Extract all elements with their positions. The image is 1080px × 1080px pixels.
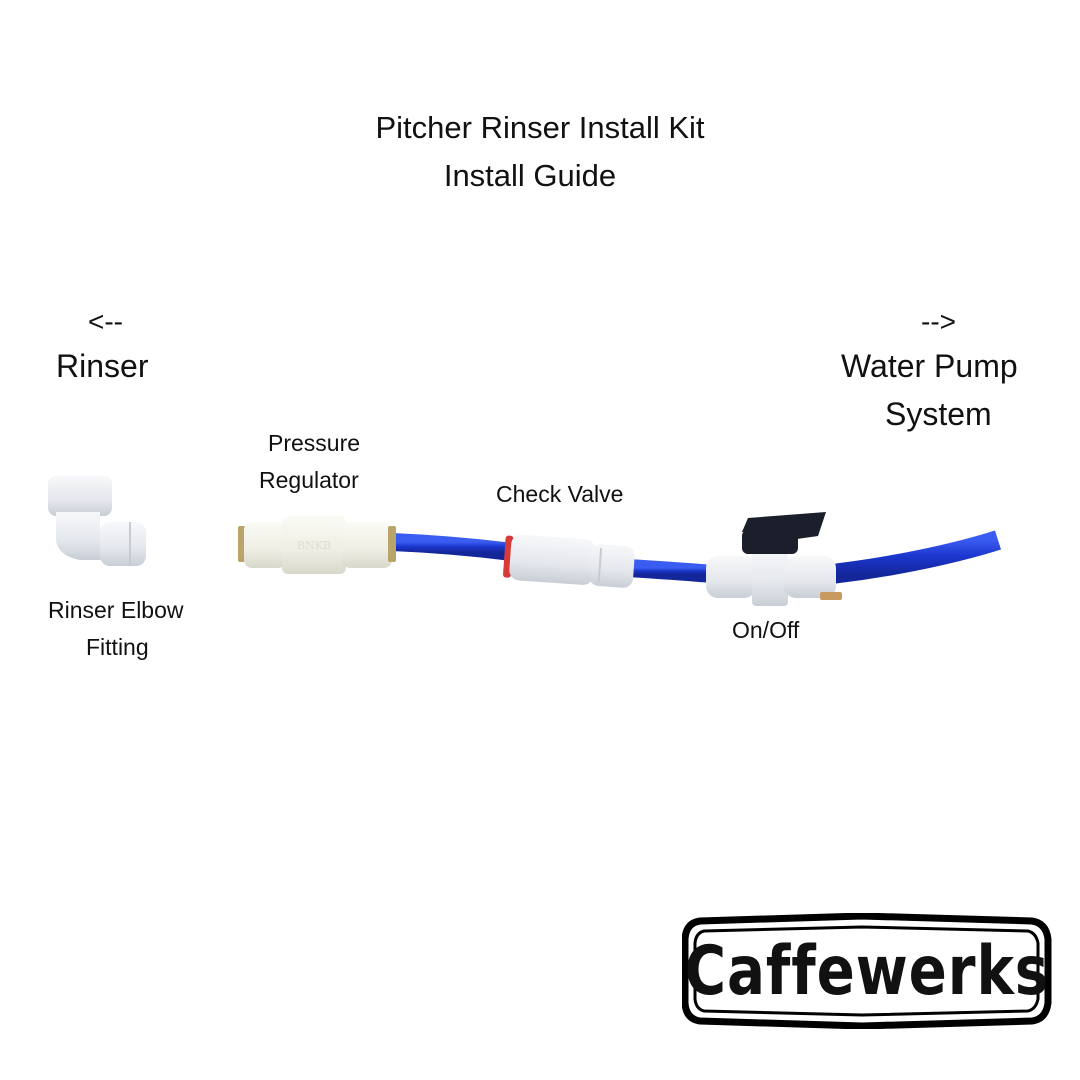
rinser-elbow-fitting [48,476,146,566]
regulator-label-line1: Pressure [268,430,361,456]
logo-badge-frame [682,913,1052,1029]
rinser-direction-label: Rinser [56,348,149,384]
pump-direction-label-line2: System [885,396,992,432]
check-valve [503,534,635,588]
valve-handle [742,512,826,540]
blue-tube [140,530,1002,584]
pressure-regulator: BNKB [238,516,396,574]
check-valve-label: Check Valve [496,481,624,507]
elbow-label-line1: Rinser Elbow [48,597,184,623]
left-arrow: <-- [88,306,123,337]
logo-text: Caffewerks [684,931,1050,1011]
on-off-valve [706,512,842,606]
regulator-label-line2: Regulator [259,467,359,493]
right-arrow: --> [921,306,956,337]
elbow-label-line2: Fitting [86,634,149,660]
pump-direction-label-line1: Water Pump [841,348,1018,384]
on-off-label: On/Off [732,617,800,643]
page-title: Pitcher Rinser Install Kit [375,110,705,145]
regulator-marking: BNKB [297,539,331,552]
page-subtitle: Install Guide [443,158,617,193]
caffewerks-logo: Caffewerks [682,913,1052,1029]
